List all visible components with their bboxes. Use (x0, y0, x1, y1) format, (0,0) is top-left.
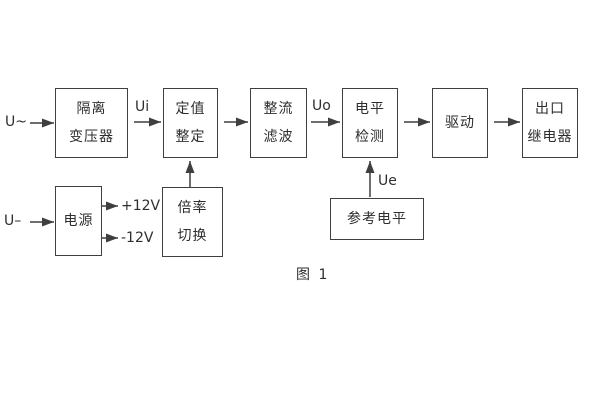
node-label: 参考电平 (347, 211, 407, 227)
node-setting-adjust: 定值 整定 (163, 88, 218, 158)
signal-ui: Ui (135, 99, 150, 115)
figure-caption: 图 1 (296, 267, 330, 283)
node-label: 整流 (263, 101, 294, 117)
node-ratio-switch: 倍率 切换 (162, 187, 223, 257)
node-label: 滤波 (263, 129, 294, 145)
node-driver: 驱动 (432, 88, 488, 158)
node-reference-level: 参考电平 (330, 198, 424, 240)
node-label: 整定 (175, 129, 206, 145)
node-label: 检测 (355, 129, 385, 145)
node-level-detector: 电平 检测 (342, 88, 398, 158)
signal-uo: Uo (312, 98, 331, 114)
node-label: 电源 (63, 213, 94, 229)
node-label: 电平 (355, 101, 385, 117)
signal-input-ac: U~ (5, 114, 27, 130)
node-isolation-transformer: 隔离 变压器 (55, 88, 128, 158)
node-label: 切换 (177, 228, 208, 244)
node-label: 继电器 (527, 129, 573, 145)
signal-plus12v: +12V (121, 198, 161, 214)
node-label: 定值 (175, 101, 206, 117)
signal-minus12v: -12V (121, 230, 154, 246)
node-power-supply: 电源 (55, 186, 102, 256)
node-rectifier-filter: 整流 滤波 (250, 88, 307, 158)
node-output-relay: 出口 继电器 (522, 88, 578, 158)
node-label: 倍率 (177, 200, 208, 216)
node-label: 出口 (535, 101, 565, 117)
node-label: 隔离 (76, 101, 107, 117)
node-label: 变压器 (69, 129, 114, 145)
signal-ue: Ue (378, 173, 397, 189)
node-label: 驱动 (445, 115, 475, 131)
signal-input-dc: U– (4, 213, 22, 229)
